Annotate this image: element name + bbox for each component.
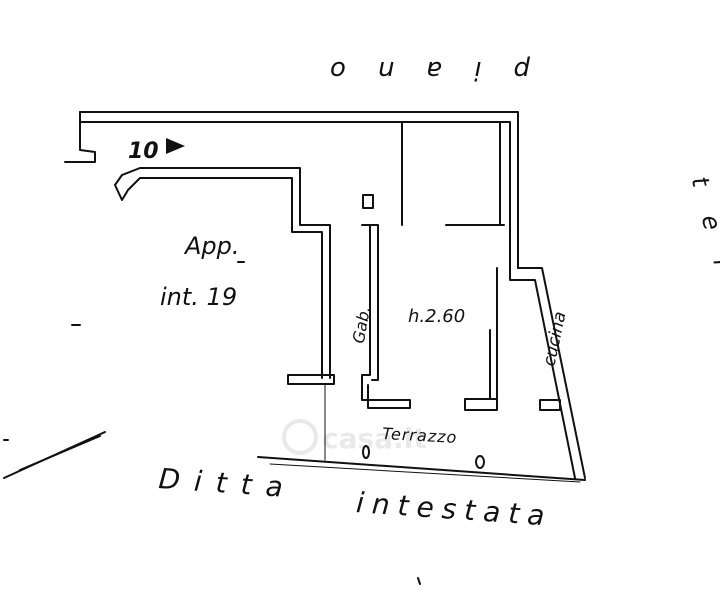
outer-walls <box>64 111 586 483</box>
label-apartment-interior: int. 19 <box>160 283 237 311</box>
label-piano: piano <box>298 55 531 85</box>
label-unit-number: 10 <box>128 139 159 164</box>
scan-marks <box>3 261 421 585</box>
label-terrace: Terrazzo <box>382 424 458 447</box>
label-ditta: Ditta <box>157 462 297 505</box>
arrow-icon <box>166 138 185 154</box>
label-intestata: intestata <box>355 486 553 533</box>
watermark-logo-icon <box>282 419 318 455</box>
label-height: h.2.60 <box>408 306 465 327</box>
label-kitchen: cucina <box>539 310 570 368</box>
watermark: casa.it <box>282 419 427 455</box>
watermark-text: casa.it <box>322 422 427 455</box>
label-terra: terra <box>686 174 720 383</box>
interior-walls <box>287 121 561 469</box>
label-apartment: App. <box>183 232 240 260</box>
